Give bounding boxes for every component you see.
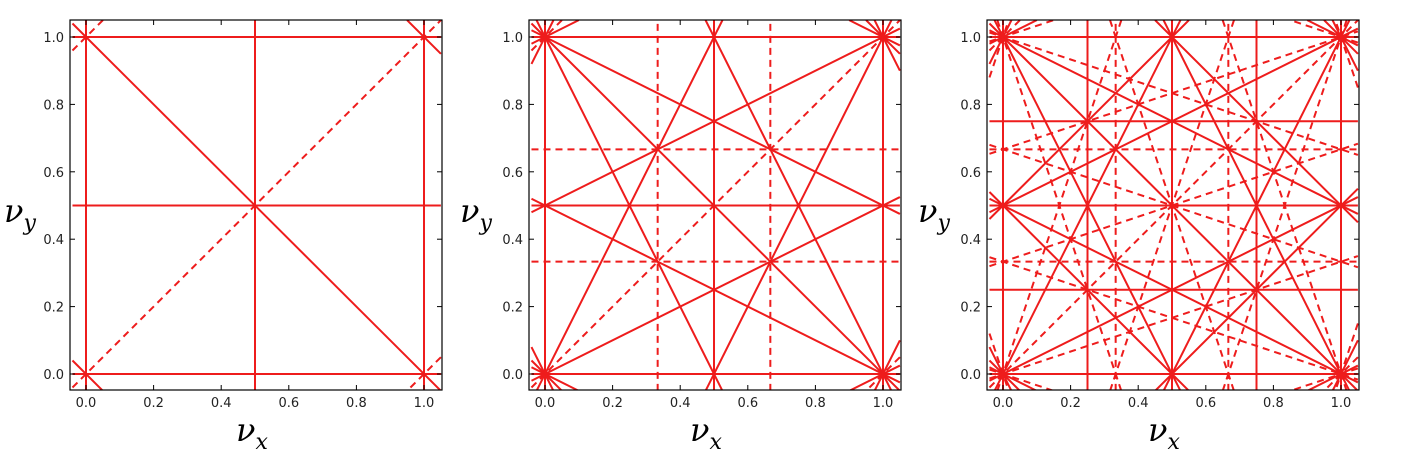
solid-resonance-line (530, 20, 555, 65)
y-tick-label: 0.2 (960, 301, 981, 316)
x-tick-label: 0.8 (1263, 396, 1284, 411)
axes-frame (528, 19, 902, 391)
x-tick-label: 0.2 (1060, 396, 1081, 411)
dashed-resonance-line (996, 20, 1123, 390)
dashed-resonance-line (988, 20, 1359, 389)
x-tick-label: 0.4 (1128, 396, 1149, 411)
x-tick-label: 0.0 (993, 396, 1014, 411)
solid-resonance-line (1331, 20, 1359, 72)
dashed-resonance-line (1221, 20, 1348, 390)
solid-resonance-line (531, 197, 901, 384)
y-tick-label: 0.0 (960, 368, 981, 383)
y-tick-label: 1.0 (960, 31, 981, 46)
solid-resonance-line (531, 196, 901, 382)
solid-resonance-line (989, 20, 1038, 45)
x-tick-label: 0.4 (211, 396, 232, 411)
panel-order-4: 0.0 0.0 0.2 0.2 0.4 0.4 0.6 0.6 0.8 0.8 1.0 1.0 νx νy (918, 19, 1360, 455)
solid-resonance-line (989, 366, 1038, 390)
y-tick-label: 0.0 (43, 368, 64, 383)
x-axis-label: νx (236, 411, 268, 455)
x-axis-label: νx (690, 411, 722, 455)
solid-resonance-line (1331, 339, 1359, 390)
dashed-resonance-line (1323, 356, 1359, 390)
dashed-resonance-line (530, 20, 901, 389)
solid-resonance-line (848, 364, 901, 390)
y-tick-label: 0.2 (43, 301, 64, 316)
x-tick-label: 0.8 (346, 396, 367, 411)
solid-resonance-line (988, 191, 1190, 390)
resonance-lines (530, 20, 901, 390)
y-tick-label: 0.6 (960, 166, 981, 181)
solid-resonance-line (873, 339, 901, 390)
y-tick-label: 0.4 (43, 233, 64, 248)
dashed-resonance-line (989, 143, 1359, 269)
dashed-resonance-line (989, 256, 1359, 381)
y-tick-label: 0.4 (960, 233, 981, 248)
x-tick-label: 1.0 (1331, 396, 1352, 411)
solid-resonance-line (848, 20, 901, 47)
x-tick-label: 1.0 (873, 396, 894, 411)
panel-order-3: 0.0 0.0 0.2 0.2 0.4 0.4 0.6 0.6 0.8 0.8 1.0 1.0 νx νy (460, 19, 902, 455)
y-tick-label: 0.0 (502, 368, 523, 383)
y-tick-label: 0.2 (502, 301, 523, 316)
dashed-resonance-line (989, 30, 1359, 155)
dashed-resonance-line (989, 31, 1359, 156)
dashed-resonance-line (989, 255, 1359, 380)
dashed-resonance-line (71, 20, 442, 389)
x-tick-label: 1.0 (414, 396, 435, 411)
y-tick-label: 1.0 (43, 31, 64, 46)
solid-resonance-line (71, 22, 442, 390)
x-tick-label: 0.2 (602, 396, 623, 411)
x-tick-label: 0.0 (535, 396, 556, 411)
x-tick-label: 0.6 (278, 396, 299, 411)
x-tick-label: 0.6 (737, 396, 758, 411)
x-tick-label: 0.6 (1195, 396, 1216, 411)
x-tick-label: 0.2 (143, 396, 164, 411)
axes-frame (69, 19, 443, 391)
y-axis-label: νy (918, 192, 950, 236)
solid-resonance-line (71, 359, 104, 390)
x-tick-label: 0.8 (805, 396, 826, 411)
axes-frame (986, 19, 1360, 391)
y-tick-label: 1.0 (502, 31, 523, 46)
solid-resonance-line (535, 20, 724, 390)
y-tick-label: 0.8 (502, 98, 523, 113)
dashed-resonance-line (989, 142, 1359, 268)
x-tick-label: 0.0 (76, 396, 97, 411)
solid-resonance-line (531, 20, 580, 45)
resonance-lines (988, 20, 1359, 390)
solid-resonance-line (531, 366, 580, 390)
y-tick-label: 0.8 (960, 98, 981, 113)
y-tick-label: 0.6 (502, 166, 523, 181)
solid-resonance-line (873, 20, 901, 72)
solid-resonance-line (531, 27, 901, 214)
dashed-resonance-line (406, 356, 442, 390)
y-tick-label: 0.4 (502, 233, 523, 248)
panel-order-2: 0.0 0.0 0.2 0.2 0.4 0.4 0.6 0.6 0.8 0.8 1.0 1.0 νx νy (4, 19, 443, 455)
solid-resonance-line (531, 29, 901, 215)
resonance-lines (71, 20, 442, 390)
solid-resonance-line (988, 20, 1190, 220)
y-tick-label: 0.8 (43, 98, 64, 113)
y-axis-label: νy (460, 192, 492, 236)
solid-resonance-line (1306, 364, 1359, 390)
dashed-resonance-line (865, 356, 901, 390)
solid-resonance-line (704, 20, 893, 390)
x-axis-label: νx (1148, 411, 1180, 455)
dashed-resonance-line (988, 333, 1010, 390)
y-axis-label: νy (4, 192, 36, 236)
dashed-resonance-line (1109, 20, 1235, 390)
solid-resonance-line (988, 22, 1359, 390)
solid-resonance-line (1306, 20, 1359, 47)
y-tick-label: 0.6 (43, 166, 64, 181)
dashed-resonance-line (988, 20, 1010, 78)
solid-resonance-line (530, 22, 901, 390)
x-tick-label: 0.4 (670, 396, 691, 411)
solid-resonance-line (530, 346, 555, 390)
